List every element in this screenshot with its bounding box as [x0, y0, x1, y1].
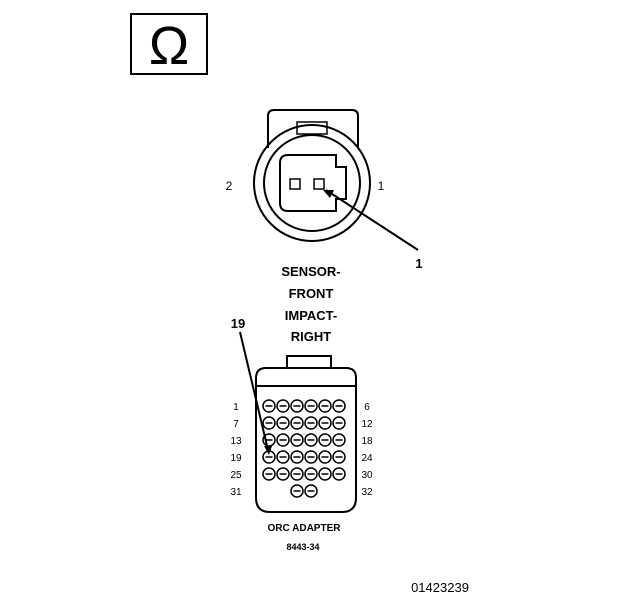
sensor-title-line-4: RIGHT: [291, 329, 332, 344]
orc-adapter-connector: [239, 331, 357, 513]
sensor-title-line-2: FRONT: [289, 286, 334, 301]
adapter-row-label-left-4: 19: [230, 453, 242, 464]
sensor-pin-label-2: 2: [226, 179, 233, 193]
sensor-connector: [253, 109, 419, 251]
sensor-callout-line: [325, 189, 419, 251]
sensor-title-line-1: SENSOR-: [281, 264, 340, 279]
adapter-row-label-left-1: 1: [233, 402, 239, 413]
adapter-connector-body: [255, 385, 357, 513]
ohmmeter-symbol: Ω: [130, 13, 208, 76]
adapter-row-label-right-3: 18: [361, 436, 373, 447]
sensor-pin-2: [289, 178, 301, 190]
sensor-connector-outer-ring: [253, 124, 371, 242]
adapter-row-label-right-6: 32: [361, 487, 373, 498]
sensor-connector-housing: [267, 109, 359, 148]
adapter-name: ORC ADAPTER: [268, 523, 342, 534]
adapter-row-label-left-5: 25: [230, 470, 242, 481]
figure-id: 01423239: [411, 580, 469, 595]
adapter-part-number: 8443-34: [286, 542, 319, 552]
sensor-pin-label-1: 1: [378, 179, 385, 193]
adapter-pin-grid: [262, 399, 346, 498]
sensor-callout-arrowhead: [323, 190, 334, 198]
adapter-row-label-right-2: 12: [361, 419, 373, 430]
adapter-callout-line: [239, 331, 269, 451]
sensor-title-line-3: IMPACT-: [285, 308, 337, 323]
adapter-connector-top-ridge: [255, 367, 357, 387]
sensor-callout-label: 1: [415, 256, 422, 271]
ohmmeter-box: [130, 13, 208, 75]
adapter-row-label-right-1: 6: [364, 402, 370, 413]
adapter-connector-tab: [286, 355, 332, 369]
adapter-row-label-left-2: 7: [233, 419, 239, 430]
adapter-row-label-right-5: 30: [361, 470, 373, 481]
sensor-pin-1: [313, 178, 325, 190]
adapter-callout-label: 19: [231, 316, 245, 331]
adapter-row-label-right-4: 24: [361, 453, 373, 464]
ohm-icon: Ω: [149, 16, 189, 76]
sensor-connector-latch: [296, 121, 328, 135]
adapter-row-label-left-6: 31: [230, 487, 242, 498]
sensor-connector-inner-ring: [263, 134, 361, 232]
adapter-callout-arrowhead: [264, 446, 272, 455]
adapter-row-label-left-3: 13: [230, 436, 242, 447]
